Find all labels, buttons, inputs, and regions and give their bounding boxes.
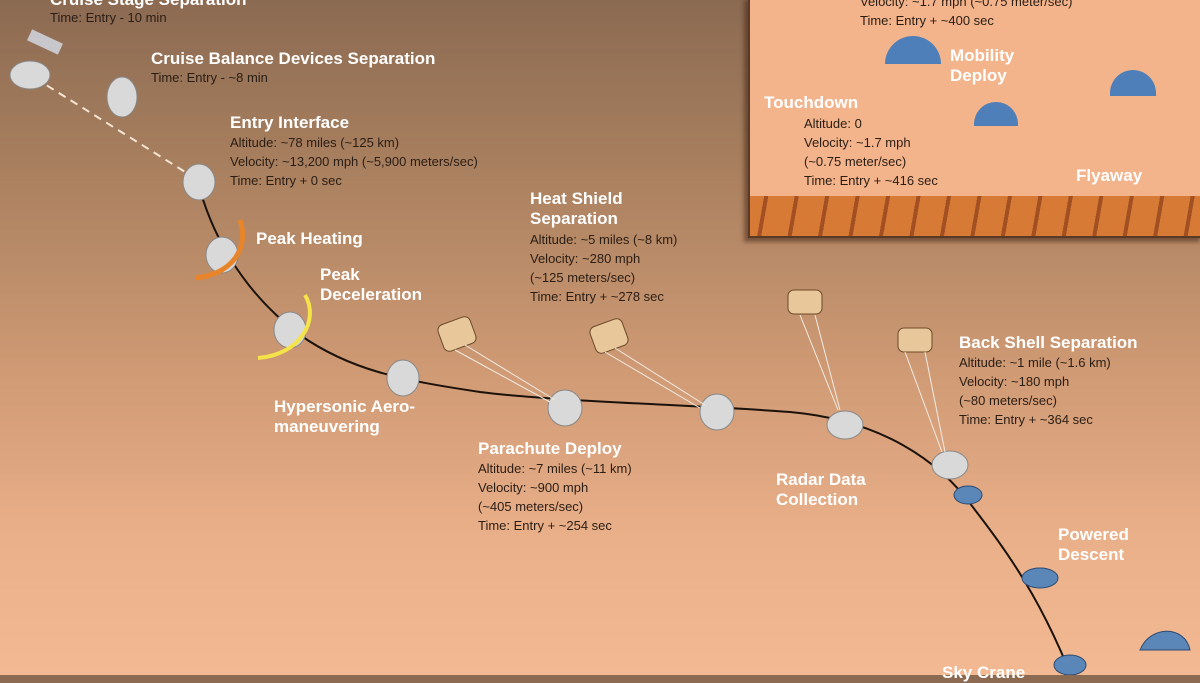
mars-ground: [750, 196, 1200, 236]
detail-line: Time: Entry + ~416 sec: [804, 173, 938, 188]
stage-details: Altitude: ~5 miles (~8 km) Velocity: ~28…: [530, 230, 677, 306]
mobility-deploy-label: Mobility Deploy: [950, 46, 1015, 85]
detail-line: Altitude: ~7 miles (~11 km): [478, 461, 632, 476]
stage-title: Hypersonic Aero-maneuvering: [274, 397, 416, 436]
cruise-dashed-path: [34, 77, 199, 181]
stage-title: Back Shell Separation: [959, 333, 1138, 352]
detail-line: Velocity: ~180 mph: [959, 374, 1070, 389]
stage-title: Radar Data Collection: [776, 470, 866, 509]
capsule-icons: [9, 60, 969, 480]
detail-line: Time: Entry + 0 sec: [230, 173, 342, 188]
detail-line: Altitude: 0: [804, 116, 862, 131]
stage-title: Parachute Deploy: [478, 439, 622, 458]
stage-title: Entry Interface: [230, 113, 350, 132]
peak-deceleration-glow: [257, 293, 312, 360]
detail-line: Altitude: ~5 miles (~8 km): [530, 232, 678, 247]
detail-line: Time: Entry - ~8 min: [151, 70, 268, 85]
inset-top-details: Velocity: ~1.7 mph (~0.75 meter/sec) Tim…: [860, 0, 1072, 30]
detail-line: Altitude: ~1 mile (~1.6 km): [959, 355, 1111, 370]
stage-title: Heat Shield Separation: [530, 189, 623, 228]
sky-crane-icon: [1110, 70, 1156, 96]
detail-line: (~0.75 meter/sec): [804, 154, 907, 169]
stage-title: Peak Deceleration: [320, 265, 423, 304]
detail-line: Velocity: ~900 mph: [478, 480, 589, 495]
detail-line: Velocity: ~1.7 mph: [804, 135, 911, 150]
stage-title: Cruise Stage Separation: [50, 0, 247, 10]
detail-line: Time: Entry + ~364 sec: [959, 412, 1093, 427]
stage-title: Sky Crane: [942, 663, 1026, 682]
detail-line: Velocity: ~13,200 mph (~5,900 meters/sec…: [230, 154, 478, 169]
detail-line: Velocity: ~280 mph: [530, 251, 641, 266]
flyaway-label: Flyaway: [1076, 166, 1143, 185]
detail-line: Time: Entry + ~254 sec: [478, 518, 612, 533]
stage-details: Time: Entry - 10 min: [50, 8, 167, 27]
parachute-icons: [437, 289, 933, 354]
stage-details: Altitude: ~7 miles (~11 km) Velocity: ~9…: [478, 459, 632, 535]
cruise-stage-icon: [27, 29, 63, 55]
parachute-lines: [454, 314, 946, 453]
detail-line: (~80 meters/sec): [959, 393, 1057, 408]
detail-line: Altitude: ~78 miles (~125 km): [230, 135, 400, 150]
detail-line: (~125 meters/sec): [530, 270, 636, 285]
sky-crane-icon: [885, 36, 941, 64]
landing-inset: Velocity: ~1.7 mph (~0.75 meter/sec) Tim…: [748, 0, 1200, 238]
touchdown-details: Altitude: 0 Velocity: ~1.7 mph (~0.75 me…: [804, 114, 938, 190]
detail-line: Velocity: ~1.7 mph (~0.75 meter/sec): [860, 0, 1073, 9]
stage-title: Powered Descent: [1058, 525, 1129, 564]
descent-stage-icons: [953, 485, 1191, 675]
detail-line: Time: Entry + ~278 sec: [530, 289, 664, 304]
stage-title: Peak Heating: [256, 229, 363, 248]
sky-crane-icon: [974, 102, 1018, 126]
stage-details: Time: Entry - ~8 min: [151, 68, 268, 87]
stage-details: Altitude: ~78 miles (~125 km) Velocity: …: [230, 133, 478, 190]
stage-details: Altitude: ~1 mile (~1.6 km) Velocity: ~1…: [959, 353, 1111, 429]
peak-heating-glow: [194, 219, 246, 281]
touchdown-title: Touchdown: [764, 93, 859, 112]
detail-line: Time: Entry + ~400 sec: [860, 13, 994, 28]
detail-line: Time: Entry - 10 min: [50, 10, 167, 25]
stage-title: Cruise Balance Devices Separation: [151, 49, 436, 68]
detail-line: (~405 meters/sec): [478, 499, 584, 514]
